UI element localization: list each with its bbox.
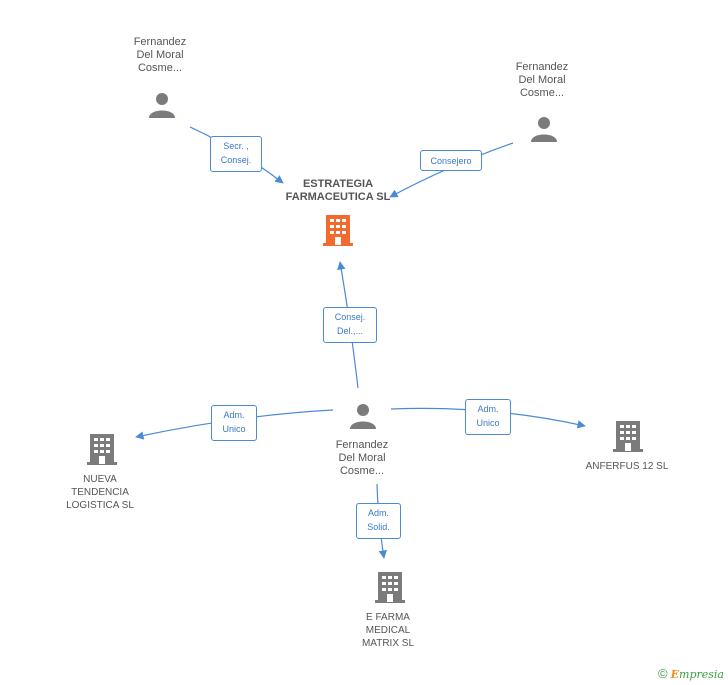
copyright-symbol: © xyxy=(657,666,668,681)
relation-line: Consejero xyxy=(430,156,472,166)
building-icon-highlighted[interactable] xyxy=(322,213,354,247)
relation-line: Unico xyxy=(222,424,246,434)
center-company-label[interactable]: ESTRATEGIA FARMACEUTICA SL xyxy=(268,178,408,204)
building-icon[interactable] xyxy=(86,432,118,466)
relation-line: Del.,... xyxy=(336,326,363,336)
relation-line: Solid. xyxy=(367,522,390,532)
label-line: ESTRATEGIA xyxy=(302,178,374,190)
person-top-right-label[interactable]: Fernandez Del Moral Cosme... xyxy=(492,61,592,100)
label-line: Del Moral xyxy=(136,49,184,61)
building-icon[interactable] xyxy=(374,570,406,604)
label-line: Fernandez xyxy=(133,36,187,48)
label-line: Cosme... xyxy=(137,62,182,74)
label-line: Del Moral xyxy=(338,452,386,464)
relation-line: Secr. , xyxy=(223,141,249,151)
label-line: E FARMA xyxy=(366,612,410,623)
relation-line: Unico xyxy=(476,418,500,428)
label-line: LOGISTICA SL xyxy=(66,500,134,511)
person-center-label[interactable]: Fernandez Del Moral Cosme... xyxy=(312,439,412,478)
label-line: MEDICAL xyxy=(365,625,411,636)
company-right-label[interactable]: ANFERFUS 12 SL xyxy=(568,460,686,473)
relation-line: Adm. xyxy=(367,508,389,518)
label-line: TENDENCIA xyxy=(71,487,129,498)
person-top-left-label[interactable]: Fernandez Del Moral Cosme... xyxy=(110,36,210,75)
building-icon[interactable] xyxy=(612,419,644,453)
person-icon[interactable] xyxy=(349,402,377,430)
company-bottom-label[interactable]: E FARMA MEDICAL MATRIX SL xyxy=(338,611,438,650)
label-line: ANFERFUS 12 SL xyxy=(585,461,669,472)
label-line: Fernandez xyxy=(515,61,569,73)
relation-line: Adm. xyxy=(223,410,245,420)
relation-adm-unico-left[interactable]: Adm. Unico xyxy=(211,405,257,441)
person-icon[interactable] xyxy=(530,115,558,143)
label-line: MATRIX SL xyxy=(361,638,415,649)
relation-consejero[interactable]: Consejero xyxy=(420,150,482,171)
relation-secr-consej[interactable]: Secr. , Consej. xyxy=(210,136,262,172)
label-line: Fernandez xyxy=(335,439,389,451)
relation-line: Consej. xyxy=(220,155,252,165)
relation-line: Adm. xyxy=(477,404,499,414)
relation-line: Consej. xyxy=(334,312,366,322)
label-line: Del Moral xyxy=(518,74,566,86)
person-icon[interactable] xyxy=(148,91,176,119)
company-left-label[interactable]: NUEVA TENDENCIA LOGISTICA SL xyxy=(50,473,150,512)
brand-logo: Empresia xyxy=(671,668,724,681)
footer-brand: © Empresia xyxy=(658,666,724,681)
label-line: Cosme... xyxy=(519,87,564,99)
brand-rest: mpresia xyxy=(679,668,724,681)
label-line: FARMACEUTICA SL xyxy=(285,191,391,203)
label-line: NUEVA xyxy=(83,474,117,485)
label-line: Cosme... xyxy=(339,465,384,477)
relation-adm-unico-right[interactable]: Adm. Unico xyxy=(465,399,511,435)
brand-initial: E xyxy=(670,668,680,681)
relation-adm-solid[interactable]: Adm. Solid. xyxy=(356,503,401,539)
relation-consej-del[interactable]: Consej. Del.,... xyxy=(323,307,377,343)
